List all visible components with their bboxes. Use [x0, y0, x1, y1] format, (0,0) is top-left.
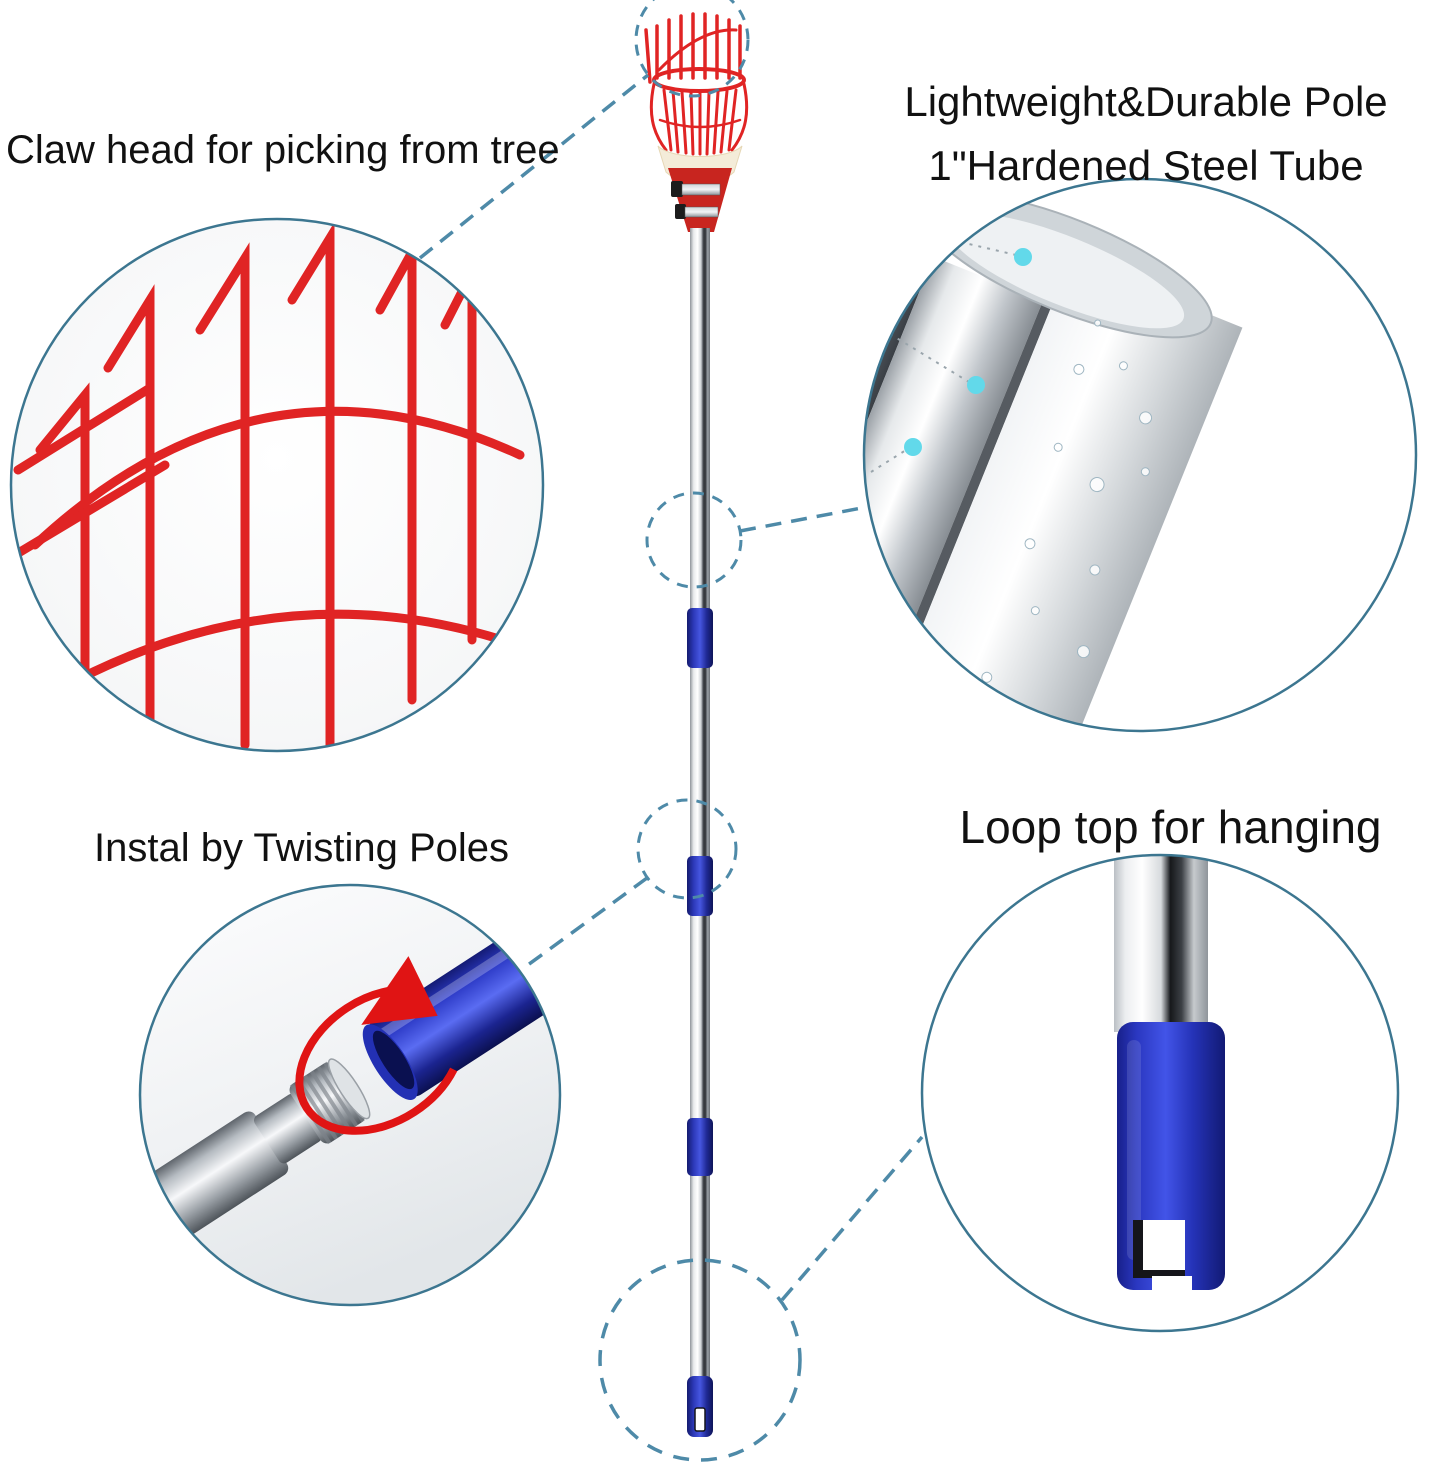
leader-line-handle: [780, 1135, 924, 1302]
callout-twist-closeup: [138, 883, 562, 1307]
pole-sleeve-2: [687, 856, 713, 916]
caption-pole-line2: 1"Hardened Steel Tube: [928, 142, 1364, 189]
caption-loop: Loop top for hanging: [959, 801, 1382, 853]
annotations: [418, 0, 924, 1462]
hose-clamp: [684, 206, 719, 218]
handle-pole: [1114, 855, 1208, 1032]
caption-claw-head: Claw head for picking from tree: [6, 128, 560, 172]
marker-dot: [1014, 248, 1032, 266]
pole: [690, 228, 710, 1380]
rotation-ellipse: [295, 985, 466, 1135]
focus-circle-joint: [636, 798, 738, 900]
claw-wires-closeup: [11, 222, 543, 751]
callout-loop-closeup: [920, 853, 1400, 1333]
claw-head: [644, 12, 749, 232]
callout-loop-ring: [920, 853, 1400, 1333]
caption-pole-line1: Lightweight&Durable Pole: [904, 78, 1388, 125]
focus-circle-tube: [645, 491, 743, 589]
claw-wire-bundle: [668, 168, 732, 232]
callout-claw-closeup: [9, 217, 545, 753]
callout-twist-ring: [138, 883, 562, 1307]
loop-slot: [1152, 1276, 1192, 1292]
loop-hole: [1143, 1220, 1185, 1270]
pole-sleeve-1: [687, 608, 713, 668]
pole-handle: [687, 1376, 713, 1437]
hose-clamp: [681, 183, 721, 196]
callout-tube-ring: [862, 177, 1418, 733]
rotation-arrowhead: [361, 956, 438, 1025]
water-droplets: [981, 319, 1153, 731]
caption-install: Instal by Twisting Poles: [94, 826, 510, 870]
leader-line-claw: [418, 73, 650, 260]
caption-pole: Lightweight&Durable Pole 1"Hardened Stee…: [856, 70, 1436, 198]
focus-circle-claw: [634, 0, 750, 98]
clamp-screw: [675, 204, 686, 219]
callout-claw-ring: [9, 217, 545, 753]
leader-line-tube: [739, 505, 868, 533]
pole-handle-hole: [694, 1407, 706, 1432]
fruit-picker-product: [644, 12, 749, 1437]
pole-sleeve-3: [687, 1118, 713, 1176]
clamp-screw: [671, 181, 683, 197]
marker-dot: [967, 376, 985, 394]
focus-circle-handle: [598, 1258, 802, 1462]
leader-line-joint: [519, 876, 649, 972]
marker-dot: [904, 438, 922, 456]
